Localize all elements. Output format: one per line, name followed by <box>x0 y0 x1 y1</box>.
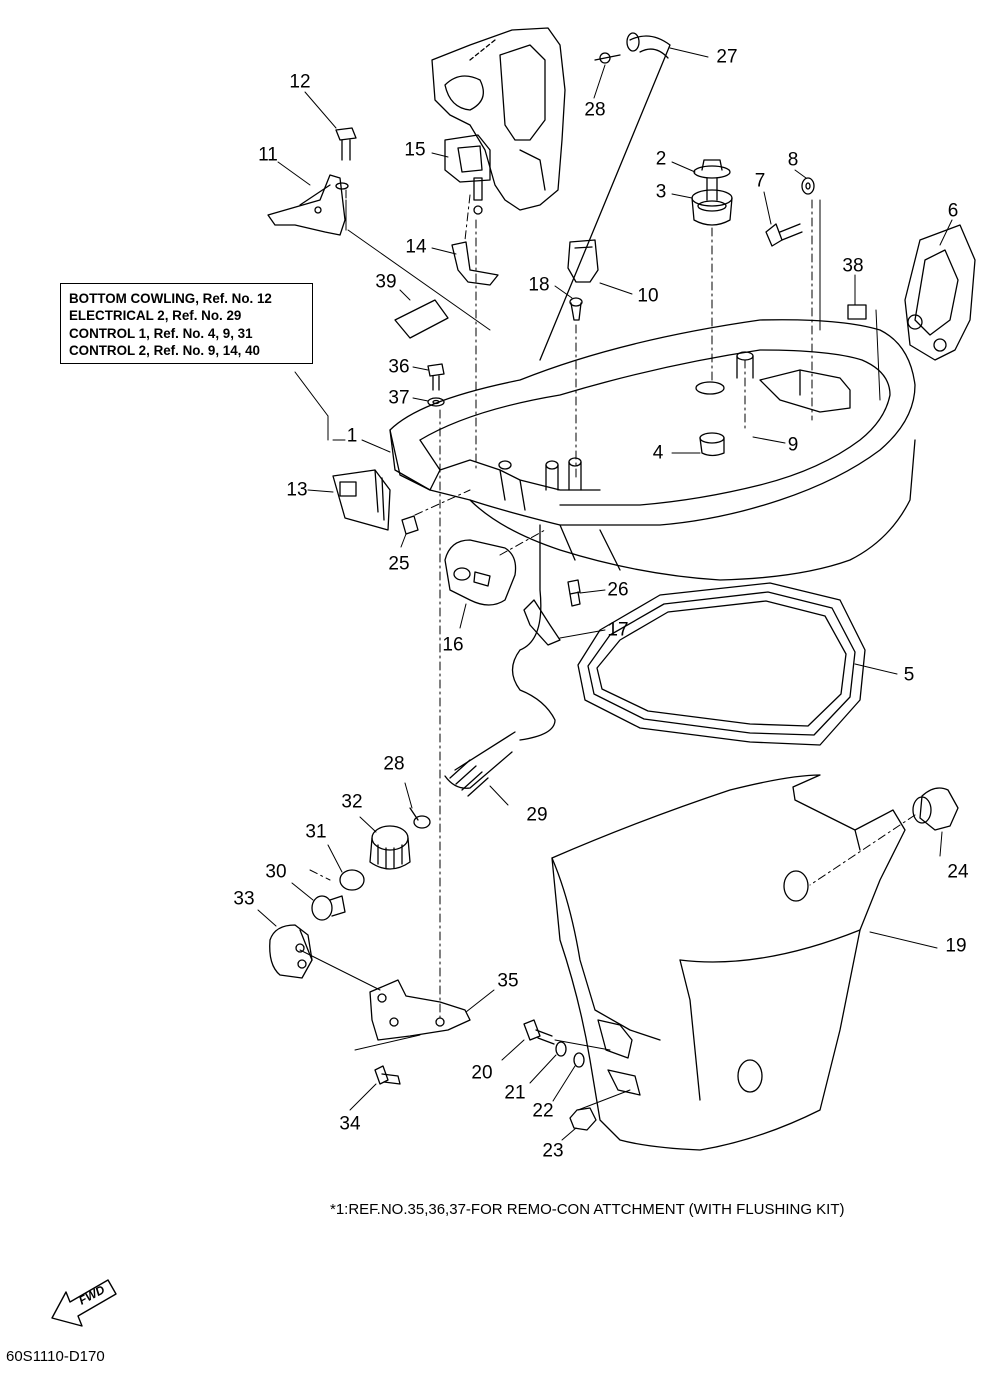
callout-27: 27 <box>716 46 738 68</box>
assembly-lines <box>310 190 915 1022</box>
callout-4: 4 <box>652 442 664 464</box>
seal-25 <box>402 516 418 534</box>
bottom-cowling-1 <box>390 320 915 580</box>
part-14 <box>452 178 498 285</box>
bolt-2 <box>694 160 730 200</box>
clip-28-lower <box>410 808 430 828</box>
callout-3: 3 <box>655 181 667 203</box>
callout-10: 10 <box>637 285 659 307</box>
callout-38: 38 <box>842 255 864 277</box>
washer-8 <box>802 178 814 194</box>
label-plate-39 <box>395 300 448 338</box>
part-18 <box>570 298 582 320</box>
washer-21 <box>556 1042 566 1056</box>
clip-17 <box>524 600 560 645</box>
bracket-11 <box>268 175 348 235</box>
callout-11: 11 <box>258 144 278 166</box>
callout-12: 12 <box>289 71 311 93</box>
callout-31: 31 <box>305 821 327 843</box>
callout-17: 17 <box>607 619 629 641</box>
leader-lines <box>258 48 952 1140</box>
callout-30: 30 <box>265 861 287 883</box>
callout-7: 7 <box>754 170 766 192</box>
callout-20: 20 <box>471 1062 493 1084</box>
callout-21: 21 <box>504 1082 526 1104</box>
screw-26 <box>568 580 580 606</box>
washer-22 <box>574 1053 584 1067</box>
callout-22: 22 <box>532 1100 554 1122</box>
callout-26: 26 <box>607 579 629 601</box>
assembly-lines-solid <box>300 200 880 1110</box>
bolt-36 <box>428 364 444 390</box>
switch-16 <box>445 540 516 605</box>
gasket-5 <box>578 583 865 745</box>
bracket-35 <box>370 980 470 1040</box>
callout-33: 33 <box>233 888 255 910</box>
callout-13: 13 <box>286 479 308 501</box>
grommet-3 <box>692 190 732 225</box>
plug-24 <box>913 788 958 830</box>
reference-line: ELECTRICAL 2, Ref. No. 29 <box>69 308 242 324</box>
callout-2: 2 <box>655 148 667 170</box>
callout-34: 34 <box>339 1113 361 1135</box>
nut-23 <box>570 1108 596 1130</box>
ring-31 <box>340 870 364 890</box>
washer-37 <box>428 398 444 406</box>
lower-cover-19 <box>552 775 905 1150</box>
screw-34 <box>375 1066 400 1084</box>
callout-35: 35 <box>497 970 519 992</box>
callout-16: 16 <box>442 634 464 656</box>
callout-14: 14 <box>405 236 427 258</box>
reference-box: BOTTOM COWLING, Ref. No. 12 ELECTRICAL 2… <box>60 283 313 364</box>
callout-18: 18 <box>528 274 550 296</box>
holder-33 <box>270 925 312 978</box>
reference-line: CONTROL 2, Ref. No. 9, 14, 40 <box>69 343 260 359</box>
callout-23: 23 <box>542 1140 564 1162</box>
callout-28-top: 28 <box>584 99 606 121</box>
callout-24: 24 <box>947 861 969 883</box>
callout-6: 6 <box>947 200 959 222</box>
reference-line: CONTROL 1, Ref. No. 4, 9, 31 <box>69 325 253 341</box>
bolt-12 <box>336 128 356 160</box>
callout-32: 32 <box>341 791 363 813</box>
callout-37: 37 <box>388 387 410 409</box>
callout-15: 15 <box>404 139 426 161</box>
callout-36: 36 <box>388 356 410 378</box>
bolt-7 <box>766 224 802 246</box>
callout-8: 8 <box>787 149 799 171</box>
part-10 <box>568 240 598 282</box>
callout-19: 19 <box>945 935 967 957</box>
diagram-code: 60S1110-D170 <box>6 1348 105 1365</box>
callout-28-lower: 28 <box>383 753 405 775</box>
cable-29 <box>445 525 555 796</box>
callout-39: 39 <box>375 271 397 293</box>
grommet-30 <box>312 896 345 920</box>
bracket-6 <box>905 225 975 360</box>
label-plate-38 <box>848 305 866 319</box>
callout-9: 9 <box>787 434 799 456</box>
callout-29: 29 <box>526 804 548 826</box>
callout-1: 1 <box>346 425 358 447</box>
engine-block-outline <box>432 28 565 210</box>
callout-25: 25 <box>388 553 410 575</box>
footnote: *1:REF.NO.35,36,37-FOR REMO-CON ATTCHMEN… <box>330 1201 845 1218</box>
cover-13 <box>333 470 390 530</box>
callout-5: 5 <box>903 664 915 686</box>
cap-32 <box>370 826 410 869</box>
fwd-arrow <box>52 1280 116 1326</box>
bolt-20 <box>524 1020 554 1044</box>
part-15 <box>445 135 490 182</box>
hose-27 <box>540 33 670 360</box>
reference-line: BOTTOM COWLING, Ref. No. 12 <box>69 291 272 306</box>
